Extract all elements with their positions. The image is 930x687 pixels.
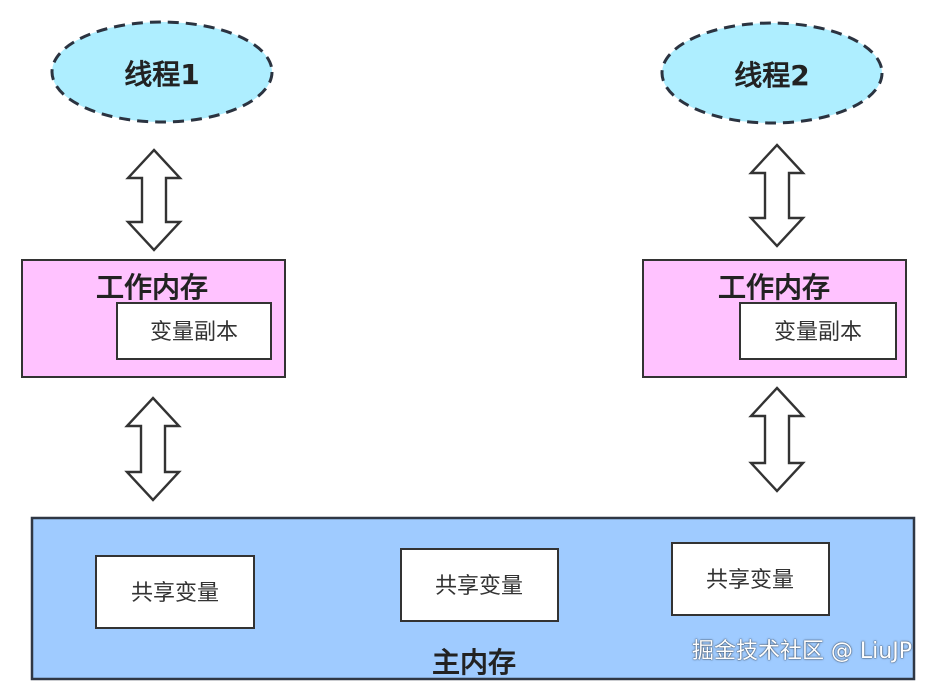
thread-2-label: 线程2 xyxy=(734,59,809,92)
shared-variable-3-box xyxy=(671,542,830,616)
variable-copy-2-label: 变量副本 xyxy=(774,320,862,345)
variable-copy-1-box xyxy=(116,302,272,360)
variable-copy-2-box xyxy=(739,302,897,360)
double-arrow-work1-main xyxy=(124,396,182,502)
work-memory-2: 工作内存 变量副本 xyxy=(642,259,907,378)
variable-copy-1-label: 变量副本 xyxy=(150,320,238,345)
shared-variable-2-label: 共享变量 xyxy=(435,574,523,599)
thread-2: 线程2 xyxy=(660,21,884,125)
work-memory-1: 工作内存 变量副本 xyxy=(21,259,286,378)
shared-variable-3-label: 共享变量 xyxy=(706,568,794,593)
main-memory-title: 主内存 xyxy=(432,646,516,679)
work-memory-2-title: 工作内存 xyxy=(718,271,830,304)
thread-1-label: 线程1 xyxy=(124,58,199,91)
main-memory: 共享变量 共享变量 共享变量 主内存 xyxy=(30,516,916,681)
shared-variable-2-box xyxy=(400,548,559,622)
thread-1-ellipse xyxy=(50,20,274,124)
shared-variable-1-label: 共享变量 xyxy=(131,581,219,606)
double-arrow-thread2-work2 xyxy=(748,143,806,248)
watermark: 掘金技术社区 @ LiuJP xyxy=(691,639,912,664)
thread-1: 线程1 xyxy=(50,20,274,124)
work-memory-1-title: 工作内存 xyxy=(96,271,208,304)
thread-2-ellipse xyxy=(660,21,884,125)
double-arrow-work2-main xyxy=(748,386,806,493)
double-arrow-thread1-work1 xyxy=(125,148,183,252)
shared-variable-1-box xyxy=(95,555,255,629)
